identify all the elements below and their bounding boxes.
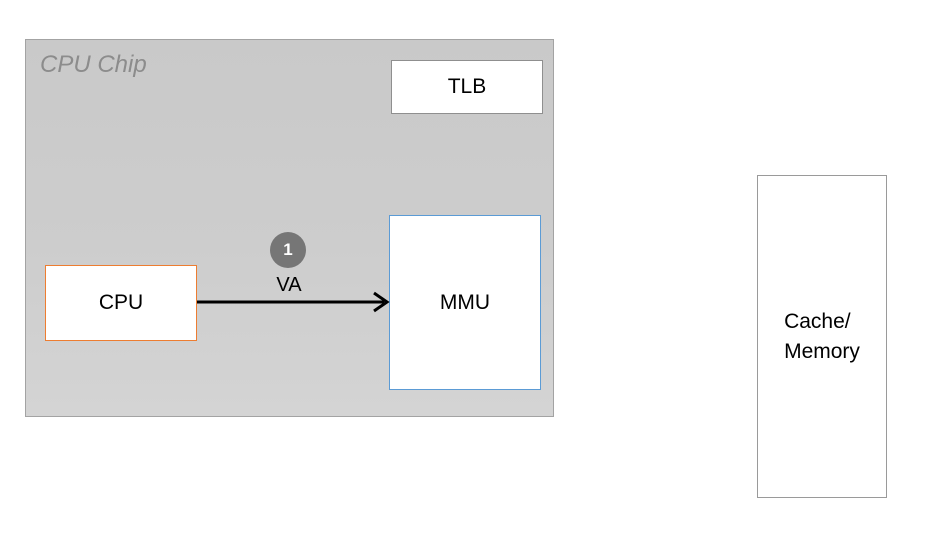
cpu-chip-label: CPU Chip [40, 51, 147, 78]
cache-memory-box: Cache/ Memory [757, 175, 887, 498]
cpu-label: CPU [98, 291, 144, 314]
cache-memory-label: Cache/ Memory [784, 307, 860, 367]
cache-memory-label-line1: Cache/ [784, 309, 851, 333]
tlb-label: TLB [447, 75, 487, 98]
cpu-box: CPU [45, 265, 197, 341]
mmu-box: MMU [389, 215, 541, 390]
mmu-label: MMU [439, 290, 491, 314]
cache-memory-label-line2: Memory [784, 339, 860, 363]
va-arrow-head [373, 291, 390, 313]
va-arrow-label: VA [276, 274, 302, 296]
tlb-box: TLB [391, 60, 543, 114]
step-1-badge: 1 [270, 232, 306, 268]
